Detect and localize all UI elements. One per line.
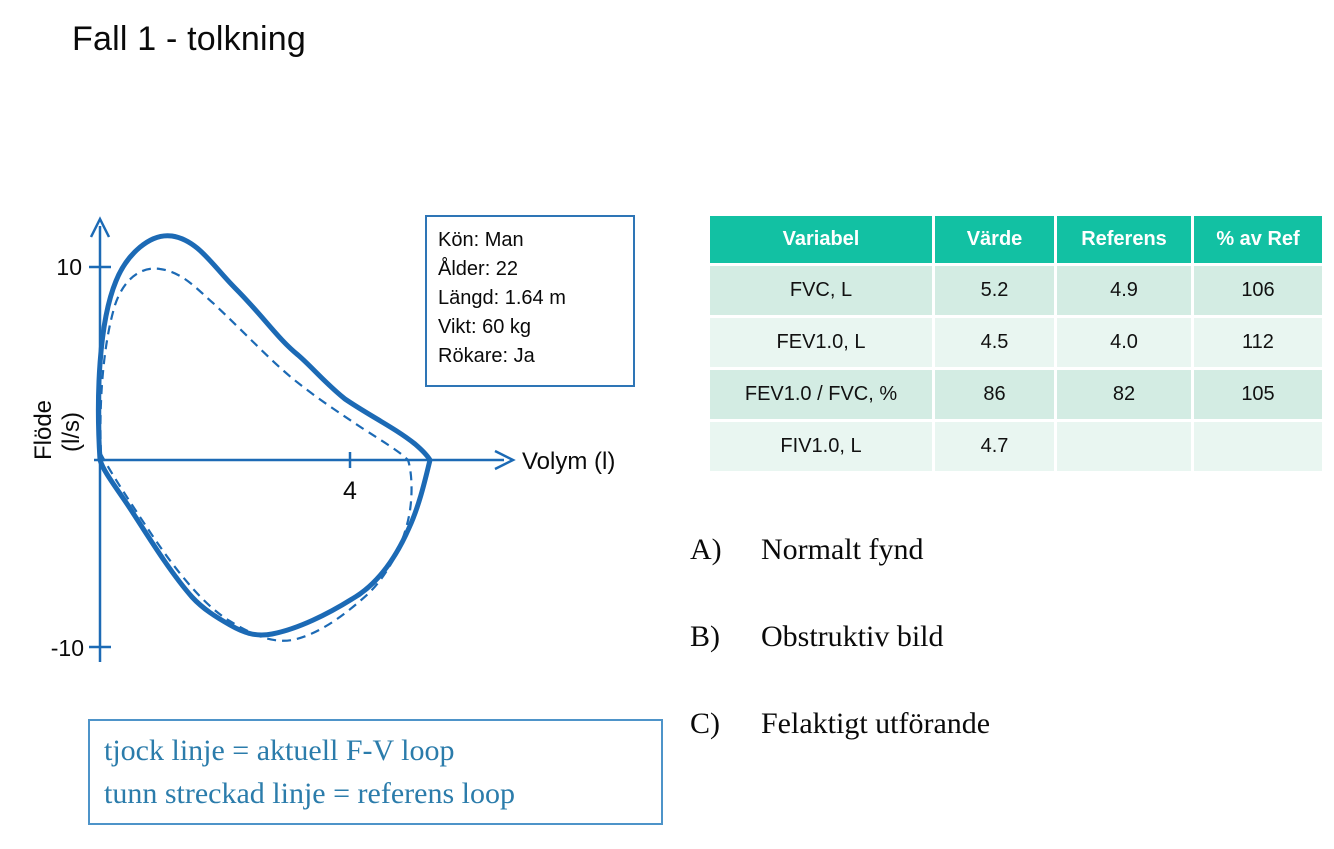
option-c-text: Felaktigt utförande [761, 707, 991, 740]
x-axis-label: Volym (l) [522, 448, 615, 475]
y-tick-label-10: 10 [56, 254, 82, 280]
option-a-label: A) [690, 533, 722, 566]
table-cell-fvc-varde: 5.2 [935, 266, 1054, 315]
patient-smoker: Rökare: Ja [438, 345, 535, 367]
table-cell-ratio-varde: 86 [935, 370, 1054, 419]
table-cell-fev-varde: 4.5 [935, 318, 1054, 367]
table-cell-ratio-pct: 105 [1194, 370, 1322, 419]
table-cell-fev-referens: 4.0 [1057, 318, 1191, 367]
table-cell-fiv-pct [1194, 422, 1322, 471]
table-cell-fvc-referens: 4.9 [1057, 266, 1191, 315]
page-title: Fall 1 - tolkning [72, 20, 306, 58]
table-cell-fvc-pct: 106 [1194, 266, 1322, 315]
table-header-varde: Värde [935, 216, 1054, 263]
reference-loop-curve [99, 267, 413, 642]
y-axis-arrow-icon [89, 216, 111, 238]
option-b-label: B) [690, 620, 720, 653]
table-cell-fiv-referens [1057, 422, 1191, 471]
actual-loop-curve [95, 233, 433, 638]
spirometry-table: Variabel Värde Referens % av Ref FVC, L … [710, 216, 1322, 471]
option-b-text: Obstruktiv bild [761, 620, 944, 653]
table-header-pct-av-ref: % av Ref [1194, 216, 1322, 263]
patient-age: Ålder: 22 [438, 258, 519, 280]
flow-volume-chart-canvas: 10 -10 4 Volym (l) Flöde (l/s) [30, 216, 615, 662]
option-a: A) Normalt fynd [690, 528, 990, 572]
flow-volume-chart: 10 -10 4 Volym (l) Flöde (l/s) [20, 210, 640, 700]
table-cell-fev-pct: 112 [1194, 318, 1322, 367]
y-axis-label-line2: (l/s) [58, 412, 85, 452]
table-header-variabel: Variabel [710, 216, 932, 263]
y-tick-label-minus-10: -10 [51, 635, 84, 661]
x-tick-label-4: 4 [343, 477, 357, 505]
table-cell-fiv-name: FIV1.0, L [710, 422, 932, 471]
table-cell-fev-name: FEV1.0, L [710, 318, 932, 367]
table-cell-fvc-name: FVC, L [710, 266, 932, 315]
x-axis-arrow-icon [494, 449, 516, 471]
patient-info-box: Kön: Man Ålder: 22 Längd: 1.64 m Vikt: 6… [425, 215, 635, 387]
legend-line-solid: tjock linje = aktuell F-V loop [104, 734, 455, 767]
option-b: B) Obstruktiv bild [690, 615, 990, 659]
option-c-label: C) [690, 707, 720, 740]
answer-options: A) Normalt fynd B) Obstruktiv bild C) Fe… [690, 528, 990, 746]
patient-weight: Vikt: 60 kg [438, 316, 532, 338]
table-cell-fiv-varde: 4.7 [935, 422, 1054, 471]
y-axis-label-line1: Flöde [30, 400, 57, 460]
table-cell-ratio-name: FEV1.0 / FVC, % [710, 370, 932, 419]
table-cell-ratio-referens: 82 [1057, 370, 1191, 419]
legend-box: tjock linje = aktuell F-V loop tunn stre… [88, 719, 663, 825]
patient-sex: Kön: Man [438, 229, 524, 251]
legend-line-dashed: tunn streckad linje = referens loop [104, 777, 515, 810]
option-a-text: Normalt fynd [761, 533, 924, 566]
option-c: C) Felaktigt utförande [690, 702, 990, 746]
table-header-referens: Referens [1057, 216, 1191, 263]
patient-height: Längd: 1.64 m [438, 287, 566, 309]
